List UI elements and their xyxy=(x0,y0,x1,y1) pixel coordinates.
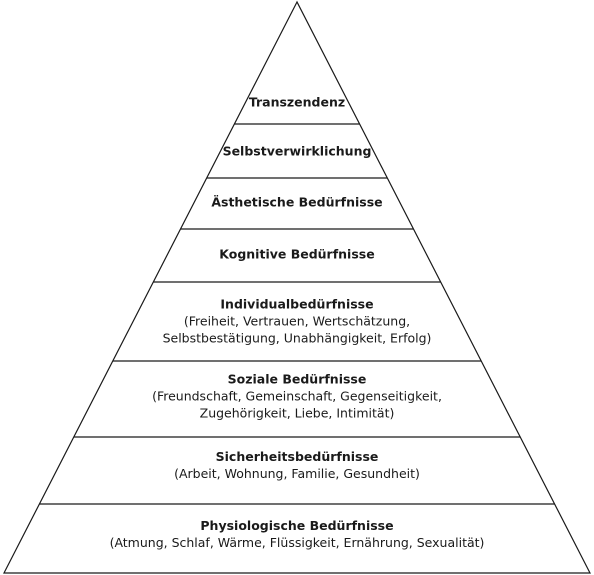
level-title: Physiologische Bedürfnisse xyxy=(200,518,393,533)
level-detail: Zugehörigkeit, Liebe, Intimität) xyxy=(200,406,395,421)
level-detail: (Freiheit, Vertrauen, Wertschätzung, xyxy=(184,314,410,329)
pyramid-level: Sicherheitsbedürfnisse (Arbeit, Wohnung, … xyxy=(174,449,420,481)
level-title: Sicherheitsbedürfnisse xyxy=(216,449,379,464)
level-title: Individualbedürfnisse xyxy=(220,297,373,312)
level-title: Selbstverwirklichung xyxy=(223,144,372,159)
level-title: Ästhetische Bedürfnisse xyxy=(211,195,382,210)
pyramid-outline xyxy=(3,0,591,574)
pyramid-level: Ästhetische Bedürfnisse xyxy=(211,195,382,210)
pyramid-level: Physiologische Bedürfnisse (Atmung, Schla… xyxy=(110,518,485,550)
level-labels: TranszendenzSelbstverwirklichungÄsthetis… xyxy=(110,95,485,551)
pyramid-level: Kognitive Bedürfnisse xyxy=(219,247,374,262)
pyramid-level: Soziale Bedürfnisse (Freundschaft, Gemein… xyxy=(152,372,442,421)
level-title: Kognitive Bedürfnisse xyxy=(219,247,374,262)
level-detail: (Arbeit, Wohnung, Familie, Gesundheit) xyxy=(174,466,420,481)
level-detail: (Atmung, Schlaf, Wärme, Flüssigkeit, Ern… xyxy=(110,535,485,550)
level-detail: (Freundschaft, Gemeinschaft, Gegenseitig… xyxy=(152,389,442,404)
pyramid-level: Individualbedürfnisse (Freiheit, Vertraue… xyxy=(163,297,432,346)
pyramid-level: Selbstverwirklichung xyxy=(223,144,372,159)
level-dividers xyxy=(39,123,555,505)
pyramid-level: Transzendenz xyxy=(249,95,345,110)
level-detail: Selbstbestätigung, Unabhängigkeit, Erfol… xyxy=(163,331,432,346)
level-title: Soziale Bedürfnisse xyxy=(228,372,367,387)
level-title: Transzendenz xyxy=(249,95,345,110)
